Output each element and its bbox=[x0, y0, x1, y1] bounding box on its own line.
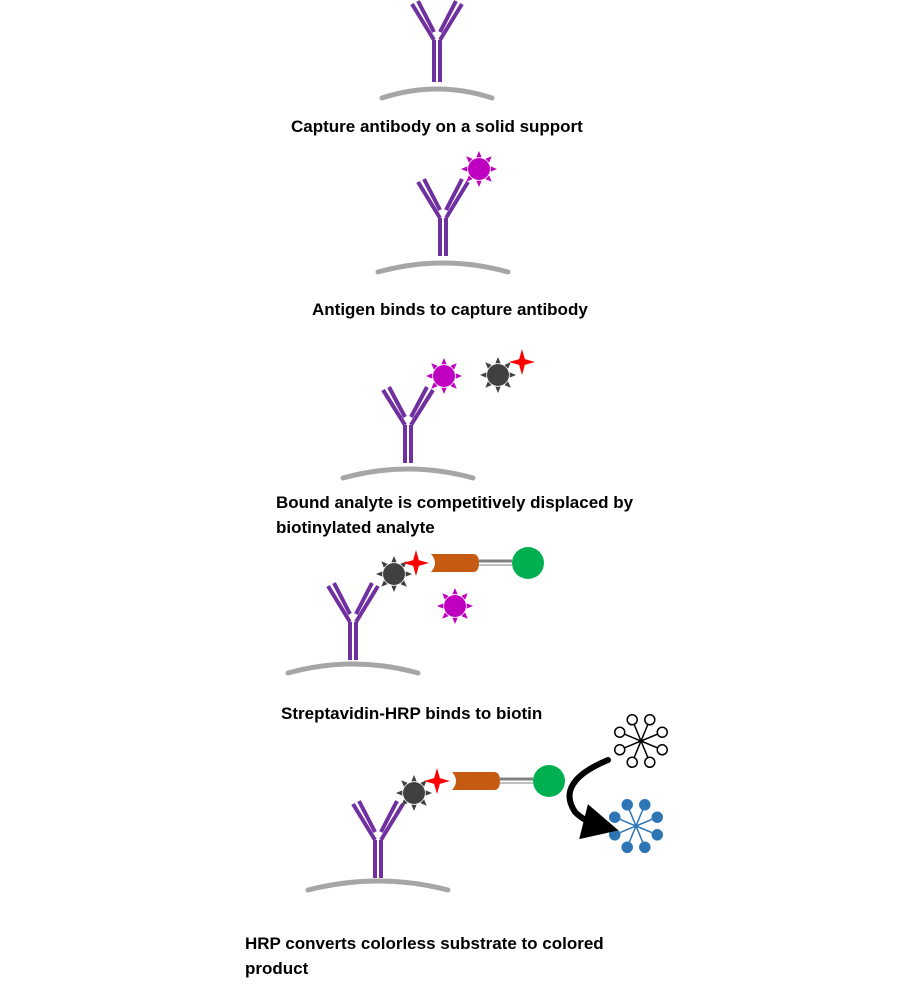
step4-caption: Streptavidin-HRP binds to biotin bbox=[281, 704, 543, 723]
streptavidin-hrp-icon bbox=[431, 547, 544, 579]
biotin-star-icon bbox=[403, 550, 429, 576]
step1-caption: Capture antibody on a solid support bbox=[291, 117, 583, 136]
biotinylated-analyte-icon bbox=[396, 775, 432, 811]
biotinylated-analyte-icon bbox=[376, 556, 412, 592]
step2-caption: Antigen binds to capture antibody bbox=[312, 300, 588, 319]
antigen-icon bbox=[437, 588, 473, 624]
antibody-icon bbox=[326, 582, 380, 660]
biotin-star-icon bbox=[509, 349, 535, 375]
antibody-icon bbox=[410, 0, 464, 82]
substrate-icon bbox=[614, 714, 668, 768]
step5-caption: HRP converts colorless substrate to colo… bbox=[245, 934, 604, 978]
solid-support-icon bbox=[285, 661, 421, 676]
conversion-arrow-icon bbox=[566, 757, 619, 840]
solid-support-icon bbox=[379, 86, 495, 101]
antibody-icon bbox=[381, 386, 435, 463]
biotinylated-analyte-icon bbox=[480, 357, 516, 393]
solid-support-icon bbox=[340, 466, 476, 481]
product-icon bbox=[609, 799, 663, 853]
antibody-icon bbox=[351, 800, 405, 878]
solid-support-icon bbox=[375, 260, 511, 275]
solid-support-icon bbox=[305, 878, 451, 893]
antigen-icon bbox=[426, 358, 462, 394]
biotin-star-icon bbox=[424, 768, 450, 794]
step3-caption: Bound analyte is competitively displaced… bbox=[276, 493, 634, 537]
antibody-icon bbox=[416, 178, 470, 256]
antigen-icon bbox=[461, 151, 497, 187]
streptavidin-hrp-icon bbox=[452, 765, 565, 797]
